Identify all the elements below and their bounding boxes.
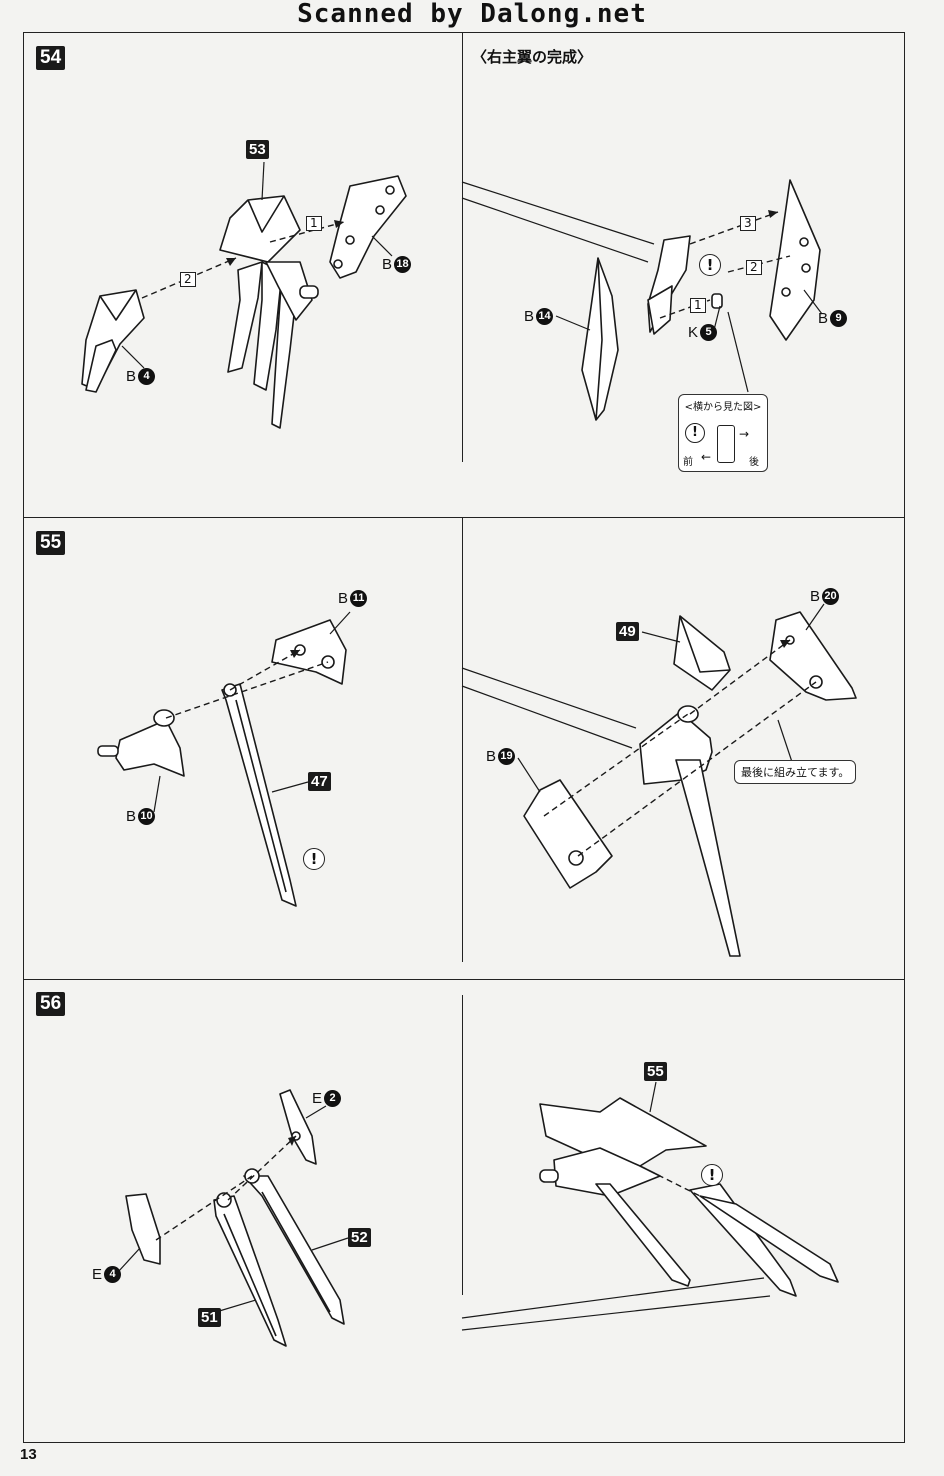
part-circle-number: 20: [822, 588, 840, 605]
part-circle-number: 19: [498, 748, 516, 765]
part-52: [243, 1168, 345, 1325]
part-label-49: 49: [616, 622, 639, 641]
part-right-main-blade: [639, 705, 741, 957]
part-circle-number: 10: [138, 808, 156, 825]
part-label-B20: B 20: [810, 588, 840, 605]
divider-col-1: [462, 32, 463, 462]
part-label-51: 51: [198, 1308, 221, 1327]
caution-icon: !: [699, 254, 721, 276]
part-K5-pin: [711, 293, 723, 309]
arrow-right-icon: →: [739, 427, 750, 441]
part-circle-number: 9: [830, 310, 848, 327]
divider-row-1: [23, 517, 905, 518]
part-B10: [97, 709, 185, 777]
part-letter: E: [92, 1266, 103, 1283]
part-label-53: 53: [246, 140, 269, 159]
assembled-wing-55: [539, 1097, 839, 1297]
step-subtitle-right-wing-complete: 〈右主翼の完成〉: [472, 48, 593, 66]
part-circle-number: 5: [700, 324, 718, 341]
part-circle-number: 4: [104, 1266, 122, 1283]
part-letter: B: [524, 308, 535, 325]
part-label-B19: B 19: [486, 748, 516, 765]
part-letter: B: [810, 588, 821, 605]
part-letter: B: [126, 808, 137, 825]
order-box-2-right: 2: [746, 260, 762, 275]
part-circle-number: 18: [394, 256, 412, 273]
part-label-B18: B 18: [382, 256, 412, 273]
caution-icon: !: [701, 1164, 723, 1186]
part-E4: [125, 1193, 161, 1265]
side-view-back-label: 後: [749, 457, 759, 468]
part-label-E2: E 2: [312, 1090, 342, 1107]
part-B18: [329, 175, 407, 279]
part-B14-blade: [581, 257, 619, 421]
side-view-inset: <横から見た図> ! 前 後 ← →: [678, 394, 768, 472]
page-frame: [23, 32, 905, 1443]
arrow-left-icon: ←: [701, 450, 712, 464]
scanner-text: Scanned by Dalong.net: [297, 0, 647, 29]
part-49: [673, 615, 731, 691]
part-label-B10: B 10: [126, 808, 156, 825]
side-view-title: <横から見た図>: [684, 402, 762, 413]
part-circle-number: 4: [138, 368, 156, 385]
part-53-wing-core: [219, 195, 319, 429]
part-B19: [523, 779, 613, 889]
part-47-blade: [221, 683, 297, 907]
part-label-E4: E 4: [92, 1266, 122, 1283]
scanner-watermark: Scanned by Dalong.net: [0, 0, 944, 30]
order-box-2: 2: [180, 272, 196, 287]
divider-col-3: [462, 995, 463, 1295]
side-view-pin-icon: [717, 425, 735, 463]
divider-col-2: [462, 517, 463, 962]
part-letter: B: [338, 590, 349, 607]
part-label-B11: B 11: [338, 590, 368, 607]
divider-row-2: [23, 979, 905, 980]
part-E2: [279, 1089, 317, 1165]
part-label-55: 55: [644, 1062, 667, 1081]
part-letter: B: [382, 256, 393, 273]
part-B9-panel: [769, 179, 821, 341]
step-number-56: 56: [36, 992, 66, 1016]
part-circle-number: 2: [324, 1090, 342, 1107]
part-circle-number: 11: [350, 590, 368, 607]
part-letter: E: [312, 1090, 323, 1107]
part-label-B14: B 14: [524, 308, 554, 325]
part-B4: [81, 289, 145, 393]
order-box-3: 3: [740, 216, 756, 231]
order-box-1-right: 1: [690, 298, 706, 313]
part-letter: K: [688, 324, 699, 341]
order-box-1: 1: [306, 216, 322, 231]
assemble-last-note: 最後に組み立てます。: [734, 760, 857, 784]
step-number-55: 55: [36, 531, 66, 555]
part-label-B4: B 4: [126, 368, 156, 385]
side-view-front-label: 前: [683, 457, 693, 468]
caution-icon: !: [303, 848, 325, 870]
part-B20: [769, 611, 857, 701]
part-label-K5: K 5: [688, 324, 718, 341]
part-label-52: 52: [348, 1228, 371, 1247]
part-label-47: 47: [308, 772, 331, 791]
part-label-B9: B 9: [818, 310, 848, 327]
part-B11: [271, 619, 347, 685]
page-number: 13: [20, 1446, 37, 1463]
part-circle-number: 14: [536, 308, 554, 325]
step-number-54: 54: [36, 46, 66, 70]
part-letter: B: [486, 748, 497, 765]
part-center-wing: [647, 235, 691, 335]
part-letter: B: [818, 310, 829, 327]
part-letter: B: [126, 368, 137, 385]
caution-icon: !: [685, 423, 705, 443]
